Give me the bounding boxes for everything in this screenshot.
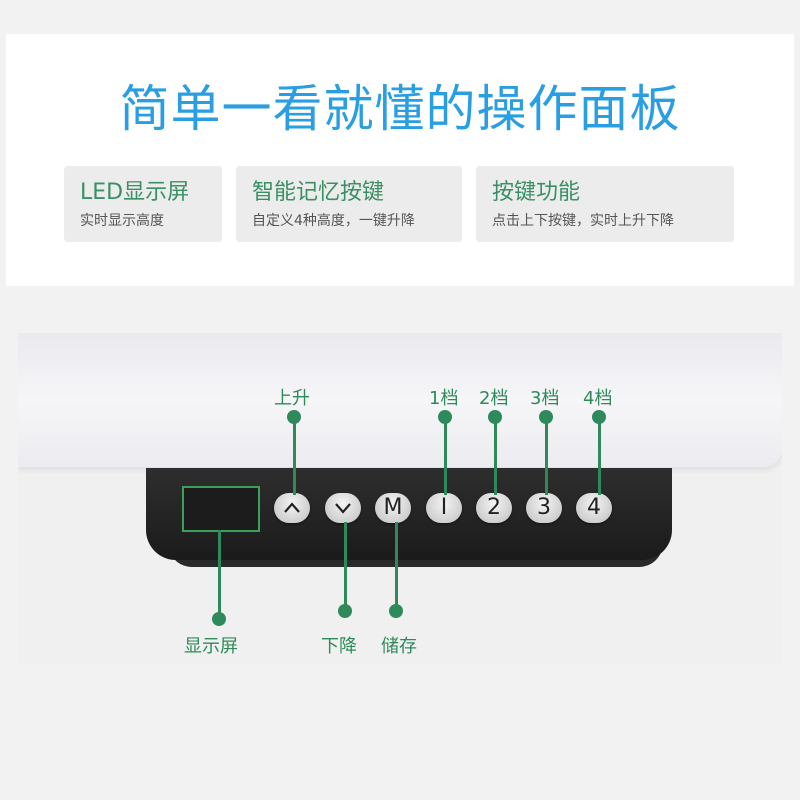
product-photo: M I 2 3 4 [18,333,782,663]
callout-down-dot [338,604,352,618]
up-button[interactable] [274,493,310,523]
callout-preset2-label: 2档 [479,388,509,409]
callout-preset1-line [444,417,447,495]
callout-preset4-line [598,417,601,495]
callout-memory-line [395,522,398,610]
led-screen [182,486,260,532]
page-title: 简单一看就懂的操作面板 [119,80,681,138]
preset-3-button-label: 3 [537,495,551,520]
memory-button[interactable]: M [375,493,411,523]
feature-desc: 实时显示高度 [80,213,164,229]
callout-display-label: 显示屏 [184,636,238,657]
up-chevron-icon [284,502,300,513]
down-chevron-icon [335,503,351,514]
feature-card [6,34,794,286]
callout-preset4-label: 4档 [583,388,613,409]
callout-down-label: 下降 [321,636,357,657]
preset-4-button-label: 4 [587,495,601,520]
feature-title: LED显示屏 [80,180,190,205]
memory-button-label: M [383,495,403,520]
callout-memory-dot [389,604,403,618]
callout-up-label: 上升 [274,388,310,409]
callout-preset1-label: 1档 [429,388,459,409]
preset-4-button[interactable]: 4 [576,493,612,523]
callout-preset3-line [545,417,548,495]
feature-title: 智能记忆按键 [252,180,385,205]
feature-led-display: LED显示屏 实时显示高度 [64,166,222,242]
callout-down-line [344,522,347,610]
preset-2-button-label: 2 [487,495,501,520]
callout-memory-label: 储存 [381,636,417,657]
down-button[interactable] [325,493,361,523]
feature-title: 按键功能 [492,180,581,205]
preset-1-button[interactable]: I [426,493,462,523]
callout-up-line [293,417,296,495]
callout-display-line [218,530,221,616]
desk-top [18,333,782,467]
feature-desc: 自定义4种高度，一键升降 [252,213,415,229]
feature-desc: 点击上下按键，实时上升下降 [492,213,674,229]
preset-3-button[interactable]: 3 [526,493,562,523]
callout-preset3-label: 3档 [530,388,560,409]
feature-memory-keys: 智能记忆按键 自定义4种高度，一键升降 [236,166,462,242]
feature-key-functions: 按键功能 点击上下按键，实时上升下降 [476,166,734,242]
preset-2-button[interactable]: 2 [476,493,512,523]
callout-preset2-line [494,417,497,495]
callout-display-dot [212,612,226,626]
preset-1-button-label: I [440,495,448,520]
